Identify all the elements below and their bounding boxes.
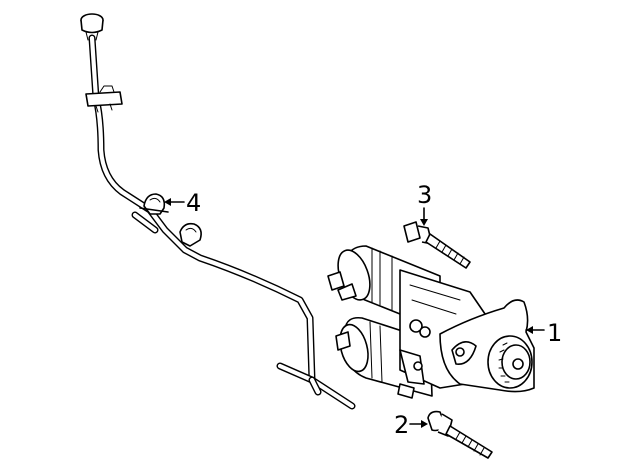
harness-connector	[80, 13, 104, 41]
wiring-harness	[80, 13, 356, 410]
harness-clip	[139, 193, 169, 215]
lower-bolt	[427, 410, 493, 459]
callout-1: 1	[547, 319, 562, 347]
upper-harness-clamp	[85, 85, 123, 113]
callout-3: 3	[417, 181, 432, 209]
harness-lower-clip	[179, 222, 202, 247]
callout-leaders	[164, 198, 545, 428]
callout-4: 4	[186, 189, 201, 217]
callout-2: 2	[394, 411, 409, 439]
upper-bolt	[403, 221, 471, 269]
starter-motor	[327, 245, 535, 399]
